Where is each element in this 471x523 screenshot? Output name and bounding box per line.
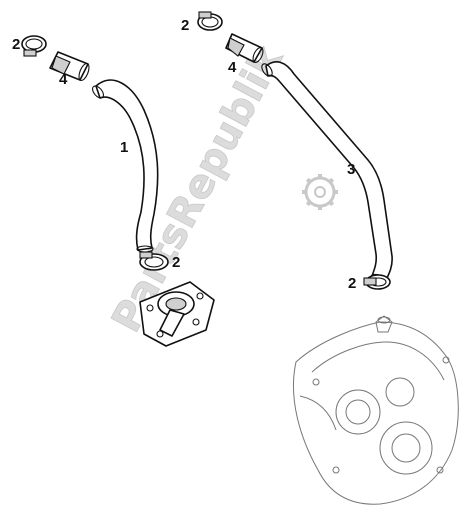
callout-clamp-bottom-right: 2 xyxy=(348,275,356,292)
hose-right xyxy=(261,61,393,283)
callout-labels: 2 4 1 2 4 3 2 2 xyxy=(12,17,356,292)
gear-icon xyxy=(302,174,338,210)
clamp-mid-left xyxy=(139,251,169,271)
callout-sleeve-left: 4 xyxy=(59,71,68,88)
callout-clamp-top-left: 2 xyxy=(12,36,20,53)
pump-cover xyxy=(139,281,215,347)
clamp-top-left xyxy=(21,35,47,57)
callout-clamp-top-right: 2 xyxy=(181,17,189,34)
callout-sleeve-right: 4 xyxy=(228,59,237,76)
hose-left xyxy=(92,79,159,253)
callout-hose-left: 1 xyxy=(120,139,128,156)
clamp-bottom-right xyxy=(363,274,391,290)
sleeve-right xyxy=(225,33,264,63)
callout-clamp-mid-left: 2 xyxy=(172,254,180,271)
sleeve-left xyxy=(49,51,90,82)
engine-case xyxy=(293,315,459,505)
clamp-top-right xyxy=(197,11,223,31)
callout-hose-right: 3 xyxy=(347,161,355,178)
